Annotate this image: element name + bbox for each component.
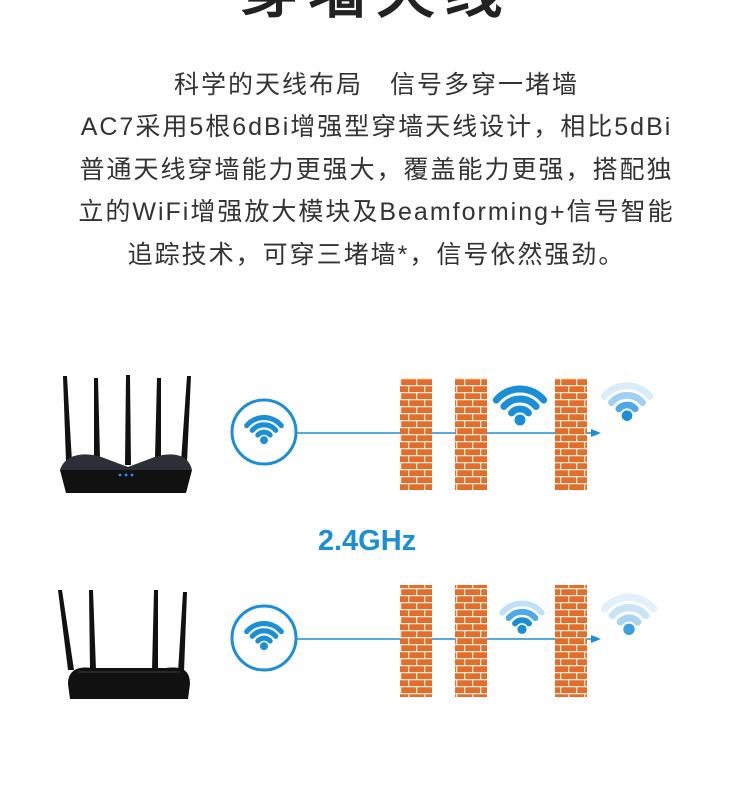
status-led (124, 473, 128, 477)
antenna (178, 592, 187, 672)
wifi-signal-badge (230, 604, 298, 672)
brick-wall-icon (455, 585, 487, 697)
brick-wall-icon (555, 378, 587, 490)
comparison-row-standard (58, 585, 654, 699)
page-title: 穿墙天线 (0, 0, 753, 22)
arrow-icon (591, 635, 601, 643)
router-front-face (60, 470, 192, 493)
intro-line: 科学的天线布局 信号多穿一堵墙 (173, 71, 579, 99)
antenna (63, 376, 72, 462)
status-led (118, 473, 122, 477)
antenna (181, 376, 191, 462)
wifi-icon (604, 597, 654, 636)
wifi-icon (496, 388, 544, 426)
antenna (94, 378, 100, 458)
router-icon (60, 375, 192, 493)
antenna (152, 590, 158, 670)
brick-wall-icon (455, 378, 487, 490)
comparison-row-ac7 (60, 375, 650, 493)
antenna (89, 590, 96, 670)
intro-line: AC7采用5根6dBi增强型穿墙天线设计，相比5dBi (80, 113, 673, 142)
antenna (58, 590, 74, 670)
band-label: 2.4GHz (317, 525, 417, 557)
router-body (68, 667, 190, 699)
wifi-signal-badge (230, 398, 298, 466)
status-led (130, 473, 134, 477)
intro-line: 立的WiFi增强放大模块及Beamforming+信号智能 (78, 198, 675, 227)
antenna (155, 378, 161, 458)
arrow-icon (591, 429, 601, 437)
router-top-surface (60, 454, 192, 470)
brick-wall-icon (555, 585, 587, 697)
intro-line: 普通天线穿墙能力更强大，覆盖能力更强，搭配独 (79, 155, 674, 184)
brick-wall-icon (400, 378, 432, 490)
wifi-icon (502, 603, 542, 634)
wifi-icon (604, 385, 650, 421)
intro-paragraph: 科学的天线布局 信号多穿一堵墙 AC7采用5根6dBi增强型穿墙天线设计，相比5… (0, 64, 753, 276)
intro-line: 追踪技术，可穿三堵墙*，信号依然强劲。 (127, 240, 626, 269)
router-icon (58, 590, 190, 699)
brick-wall-icon (400, 585, 432, 697)
antenna (125, 375, 131, 465)
